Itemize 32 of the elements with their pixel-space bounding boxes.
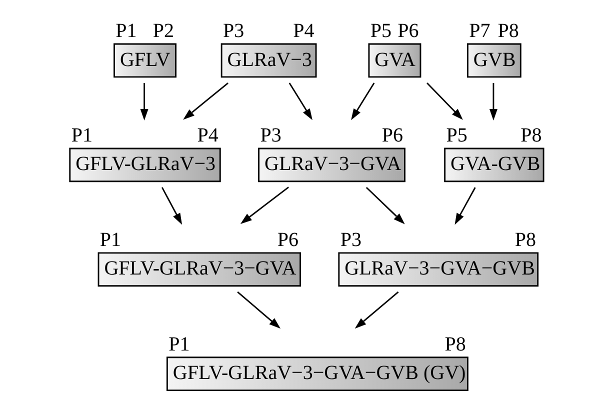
arrow [236, 291, 280, 329]
node-label: P7 [468, 20, 490, 42]
node-label: P6 [397, 20, 418, 42]
node-label: P1 [115, 20, 136, 42]
node-label: P6 [381, 124, 402, 147]
arrow [140, 83, 148, 120]
arrow [350, 82, 374, 120]
arrow [426, 82, 462, 120]
node-label: P8 [444, 334, 466, 356]
node-label: P4 [292, 20, 314, 42]
arrow [454, 187, 476, 225]
arrow [354, 291, 398, 329]
node-label: P8 [497, 20, 518, 42]
arrow [182, 82, 228, 120]
node-label: P4 [196, 124, 218, 147]
node-label: P2 [152, 20, 174, 42]
node-label: P8 [514, 229, 536, 252]
arrow [240, 186, 288, 224]
node-label: P1 [168, 334, 190, 356]
node-label: P3 [222, 20, 244, 42]
node-label: P6 [276, 229, 298, 252]
node-label: P3 [260, 124, 281, 147]
node-label: P1 [99, 229, 121, 252]
node-label: P1 [70, 124, 92, 147]
arrow [160, 187, 182, 225]
arrow [288, 82, 312, 120]
arrow [488, 83, 497, 120]
arrow [365, 186, 404, 224]
node-label: P5 [446, 124, 467, 147]
node-label: P8 [520, 124, 542, 147]
node-label: P3 [340, 229, 361, 252]
node-label: P5 [370, 20, 392, 42]
